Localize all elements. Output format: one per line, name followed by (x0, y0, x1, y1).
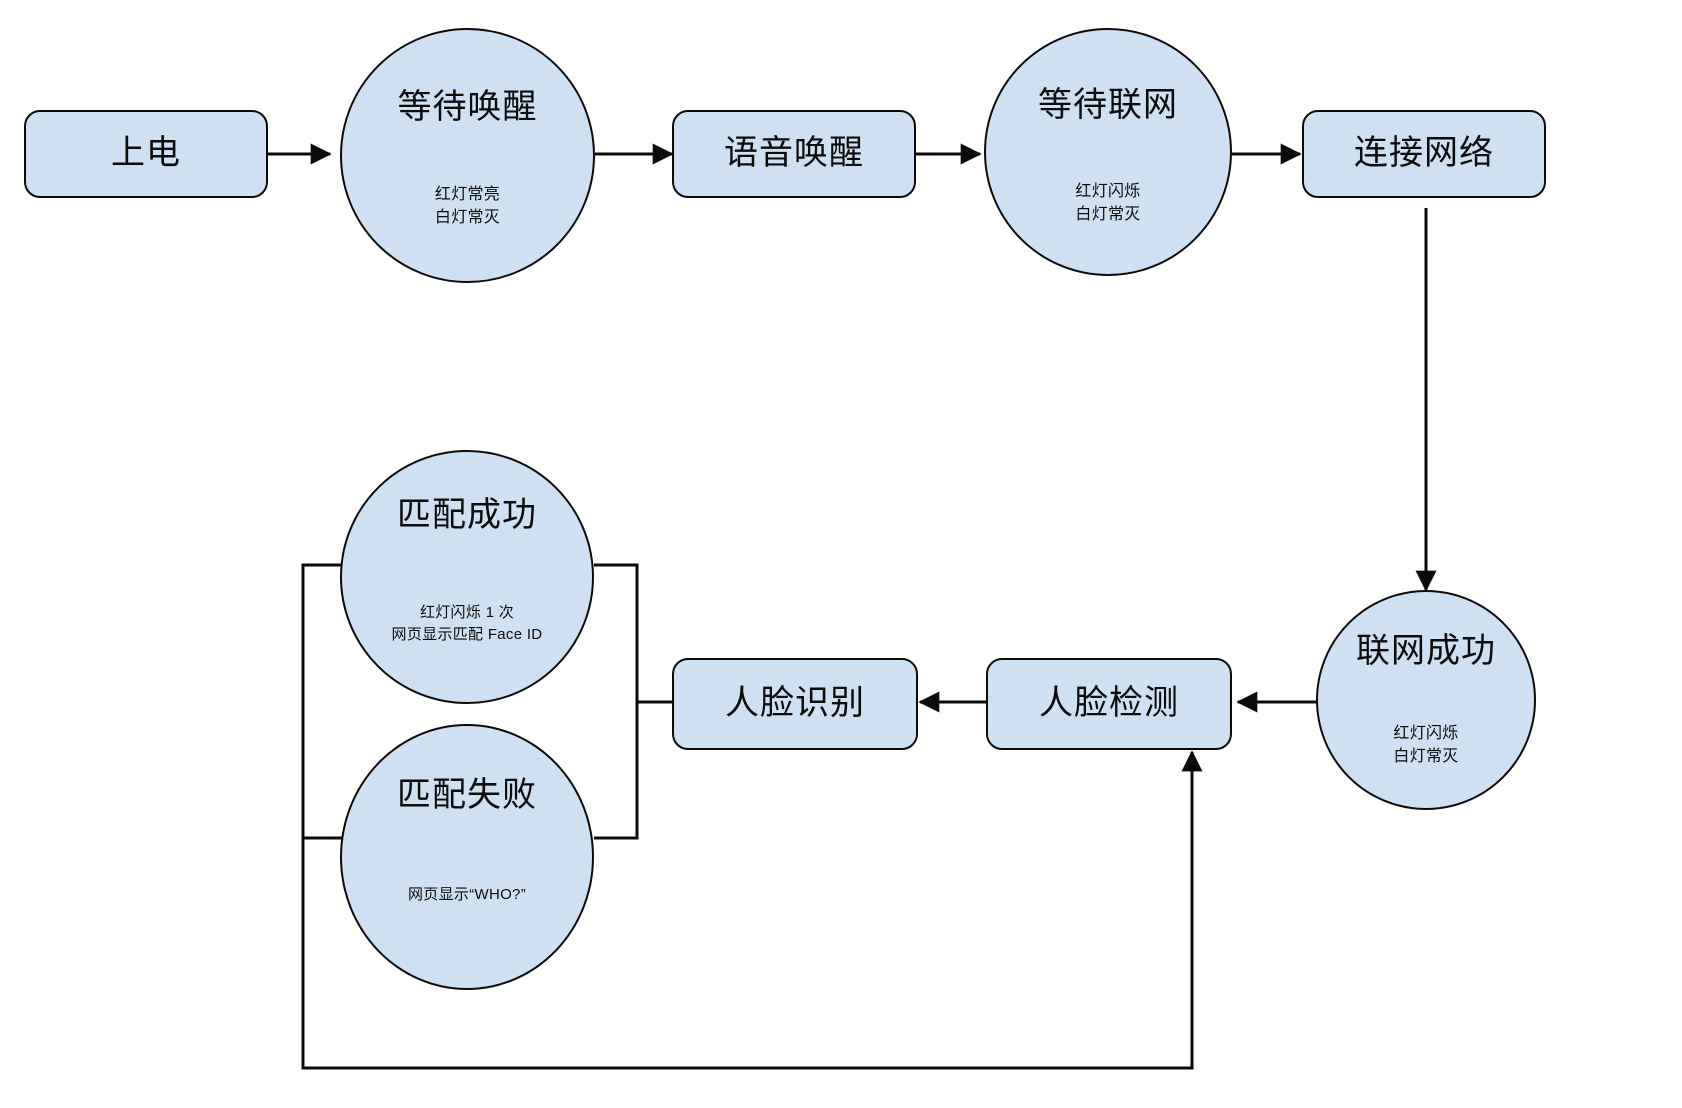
node-match-success-title: 匹配成功 (397, 496, 537, 534)
node-wait-wakeup-subtext: 红灯常亮 白灯常灭 (434, 186, 501, 227)
node-wait-network-title: 等待联网 (1038, 86, 1178, 124)
node-face-detect-title: 人脸检测 (1039, 684, 1179, 723)
node-face-recognize[interactable]: 人脸识别 (672, 658, 918, 750)
node-voice-wakeup[interactable]: 语音唤醒 (672, 110, 916, 198)
node-wait-wakeup-title: 等待唤醒 (397, 88, 538, 126)
node-connect-network-title: 连接网络 (1354, 134, 1494, 173)
node-match-success[interactable]: 匹配成功 红灯闪烁 1 次 网页显示匹配 Face ID (340, 450, 594, 704)
node-voice-wakeup-title: 语音唤醒 (724, 134, 864, 173)
node-power-on[interactable]: 上电 (24, 110, 268, 198)
node-face-detect[interactable]: 人脸检测 (986, 658, 1232, 750)
edge-face-recognize-branch-bus-lower (594, 702, 639, 840)
node-network-success-subtext: 红灯闪烁 白灯常灭 (1393, 725, 1459, 766)
node-network-success[interactable]: 联网成功 红灯闪烁 白灯常灭 (1316, 590, 1536, 810)
node-match-fail-title: 匹配失败 (397, 776, 537, 814)
node-connect-network[interactable]: 连接网络 (1302, 110, 1546, 198)
node-match-fail-subtext: 网页显示“WHO?” (408, 886, 526, 903)
node-match-fail[interactable]: 匹配失败 网页显示“WHO?” (340, 724, 594, 990)
node-wait-network[interactable]: 等待联网 红灯闪烁 白灯常灭 (984, 28, 1232, 276)
edge-face-recognize-branch-bus (594, 563, 672, 704)
node-power-on-title: 上电 (111, 134, 181, 173)
node-face-recognize-title: 人脸识别 (725, 684, 865, 723)
node-wait-wakeup[interactable]: 等待唤醒 红灯常亮 白灯常灭 (340, 28, 595, 283)
node-match-success-subtext: 红灯闪烁 1 次 网页显示匹配 Face ID (391, 604, 543, 643)
node-network-success-title: 联网成功 (1356, 632, 1496, 670)
node-wait-network-subtext: 红灯闪烁 白灯常灭 (1075, 183, 1141, 224)
